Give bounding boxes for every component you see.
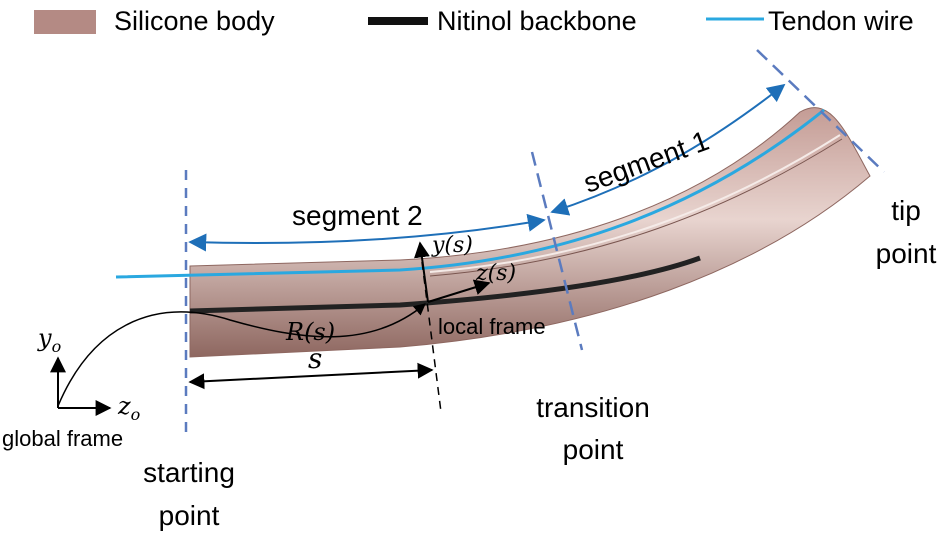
global-y-sub: o — [52, 337, 62, 356]
tip-point-label-1: tip — [891, 195, 921, 226]
silicone-body — [189, 107, 871, 358]
legend-swatch-silicone — [34, 10, 96, 34]
global-z-label: zo — [117, 392, 140, 424]
local-y-label: y(s) — [431, 233, 473, 258]
tip-point-label-2: point — [876, 238, 937, 269]
local-frame-label: local frame — [438, 314, 546, 339]
legend-label-nitinol: Nitinol backbone — [437, 6, 637, 36]
transition-point-label-2: point — [563, 434, 624, 465]
local-z-axis — [427, 279, 491, 303]
body-groove-shadow — [429, 138, 843, 277]
global-z-sub: o — [131, 405, 141, 424]
starting-point-label-2: point — [159, 500, 220, 531]
starting-point-label-1: starting — [143, 457, 235, 488]
transition-point-label-1: transition — [536, 392, 650, 423]
nitinol-backbone — [189, 255, 701, 314]
segment2-label: segment 2 — [292, 200, 423, 231]
legend-swatch-nitinol — [368, 17, 428, 25]
local-z-label: z(s) — [475, 261, 516, 286]
segment1-arrow — [550, 83, 786, 216]
R-curve — [57, 303, 426, 407]
s-arrow — [188, 362, 434, 390]
local-y-axis — [414, 241, 430, 303]
global-y-label: yo — [37, 324, 61, 356]
global-frame-label: global frame — [2, 426, 123, 451]
R-label: R(s) — [285, 318, 335, 346]
transition-dash-line — [530, 151, 584, 351]
legend-label-silicone: Silicone body — [114, 6, 275, 36]
local-dash-line — [421, 261, 442, 413]
s-label: s — [308, 342, 322, 375]
body-groove — [429, 134, 841, 273]
tip-dash-line — [756, 49, 885, 173]
legend-label-tendon: Tendon wire — [768, 6, 914, 36]
legend: Silicone body Nitinol backbone Tendon wi… — [34, 6, 914, 36]
segment2-arrow — [188, 213, 546, 252]
